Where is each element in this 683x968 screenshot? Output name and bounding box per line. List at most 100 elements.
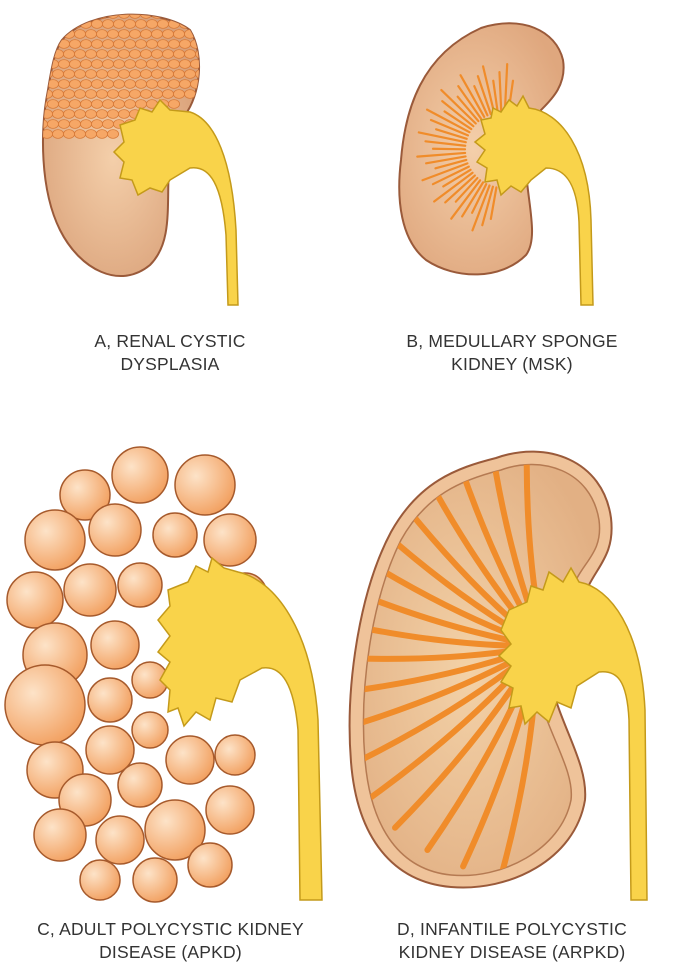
- cyst: [69, 120, 80, 129]
- caption-b: B, MEDULLARY SPONGE KIDNEY (MSK): [382, 330, 642, 376]
- cyst: [69, 20, 80, 29]
- cyst: [151, 70, 162, 79]
- cyst: [206, 786, 254, 834]
- cyst: [80, 80, 91, 89]
- cyst: [5, 665, 85, 745]
- cyst: [80, 860, 120, 900]
- cyst: [63, 50, 74, 59]
- panel-renal-cystic-dysplasia: A, RENAL CYSTIC DYSPLASIA: [0, 0, 341, 400]
- cyst: [52, 30, 63, 39]
- caption-b-line1: B, MEDULLARY SPONGE: [382, 330, 642, 353]
- cyst: [36, 20, 47, 29]
- cyst: [195, 70, 206, 79]
- cyst: [162, 50, 173, 59]
- cyst: [140, 90, 151, 99]
- caption-c-line2: DISEASE (APKD): [0, 941, 341, 964]
- cyst: [85, 30, 96, 39]
- cyst: [113, 20, 124, 29]
- cyst: [69, 60, 80, 69]
- cyst: [162, 10, 173, 19]
- cyst: [124, 100, 135, 109]
- cyst: [129, 90, 140, 99]
- cyst: [135, 100, 146, 109]
- cyst: [80, 40, 91, 49]
- caption-d-line2: KIDNEY DISEASE (ARPKD): [341, 941, 683, 964]
- cyst: [157, 40, 168, 49]
- cyst: [146, 60, 157, 69]
- cyst: [166, 736, 214, 784]
- cyst: [118, 90, 129, 99]
- cyst: [80, 100, 91, 109]
- cyst: [52, 90, 63, 99]
- cyst: [140, 30, 151, 39]
- cyst: [157, 20, 168, 29]
- cyst: [74, 130, 85, 139]
- cyst: [58, 40, 69, 49]
- cyst: [47, 40, 58, 49]
- cyst: [188, 843, 232, 887]
- cyst: [58, 20, 69, 29]
- cyst: [173, 90, 184, 99]
- cyst: [96, 816, 144, 864]
- cyst: [91, 40, 102, 49]
- cyst: [85, 10, 96, 19]
- cyst: [63, 90, 74, 99]
- cyst: [64, 564, 116, 616]
- panel-medullary-sponge-kidney: B, MEDULLARY SPONGE KIDNEY (MSK): [341, 0, 683, 400]
- cyst: [135, 40, 146, 49]
- cyst: [195, 50, 206, 59]
- cyst: [184, 90, 195, 99]
- cyst: [74, 70, 85, 79]
- cyst: [112, 447, 168, 503]
- panel-infantile-polycystic-kidney: D, INFANTILE POLYCYSTIC KIDNEY DISEASE (…: [341, 440, 683, 968]
- cyst: [58, 80, 69, 89]
- cyst: [52, 110, 63, 119]
- cyst: [157, 80, 168, 89]
- cyst: [96, 70, 107, 79]
- cyst: [63, 10, 74, 19]
- caption-a: A, RENAL CYSTIC DYSPLASIA: [60, 330, 280, 376]
- cyst: [91, 621, 139, 669]
- cyst: [58, 100, 69, 109]
- cyst: [96, 50, 107, 59]
- cyst: [89, 504, 141, 556]
- cyst: [135, 20, 146, 29]
- cyst: [96, 30, 107, 39]
- cyst: [63, 130, 74, 139]
- cyst: [107, 10, 118, 19]
- cyst: [173, 70, 184, 79]
- medullary-sponge-kidney-illustration: [341, 0, 683, 330]
- cyst: [96, 130, 107, 139]
- cyst: [107, 90, 118, 99]
- cyst: [85, 130, 96, 139]
- cyst: [118, 50, 129, 59]
- cyst: [69, 40, 80, 49]
- cyst: [96, 110, 107, 119]
- streak: [433, 149, 465, 150]
- cyst: [63, 70, 74, 79]
- cyst: [36, 40, 47, 49]
- cyst: [47, 100, 58, 109]
- cyst: [36, 80, 47, 89]
- cyst: [91, 80, 102, 89]
- cyst: [102, 80, 113, 89]
- cyst: [157, 60, 168, 69]
- cyst: [41, 30, 52, 39]
- cyst: [102, 40, 113, 49]
- caption-a-line1: A, RENAL CYSTIC: [60, 330, 280, 353]
- cyst: [74, 30, 85, 39]
- cyst: [162, 30, 173, 39]
- cyst: [151, 30, 162, 39]
- cyst: [74, 50, 85, 59]
- cyst: [184, 10, 195, 19]
- cyst: [118, 70, 129, 79]
- cyst: [184, 50, 195, 59]
- cyst: [215, 735, 255, 775]
- cyst: [58, 120, 69, 129]
- cyst: [179, 60, 190, 69]
- cyst: [47, 120, 58, 129]
- cyst: [124, 60, 135, 69]
- cyst: [118, 763, 162, 807]
- cyst: [173, 50, 184, 59]
- cyst: [107, 70, 118, 79]
